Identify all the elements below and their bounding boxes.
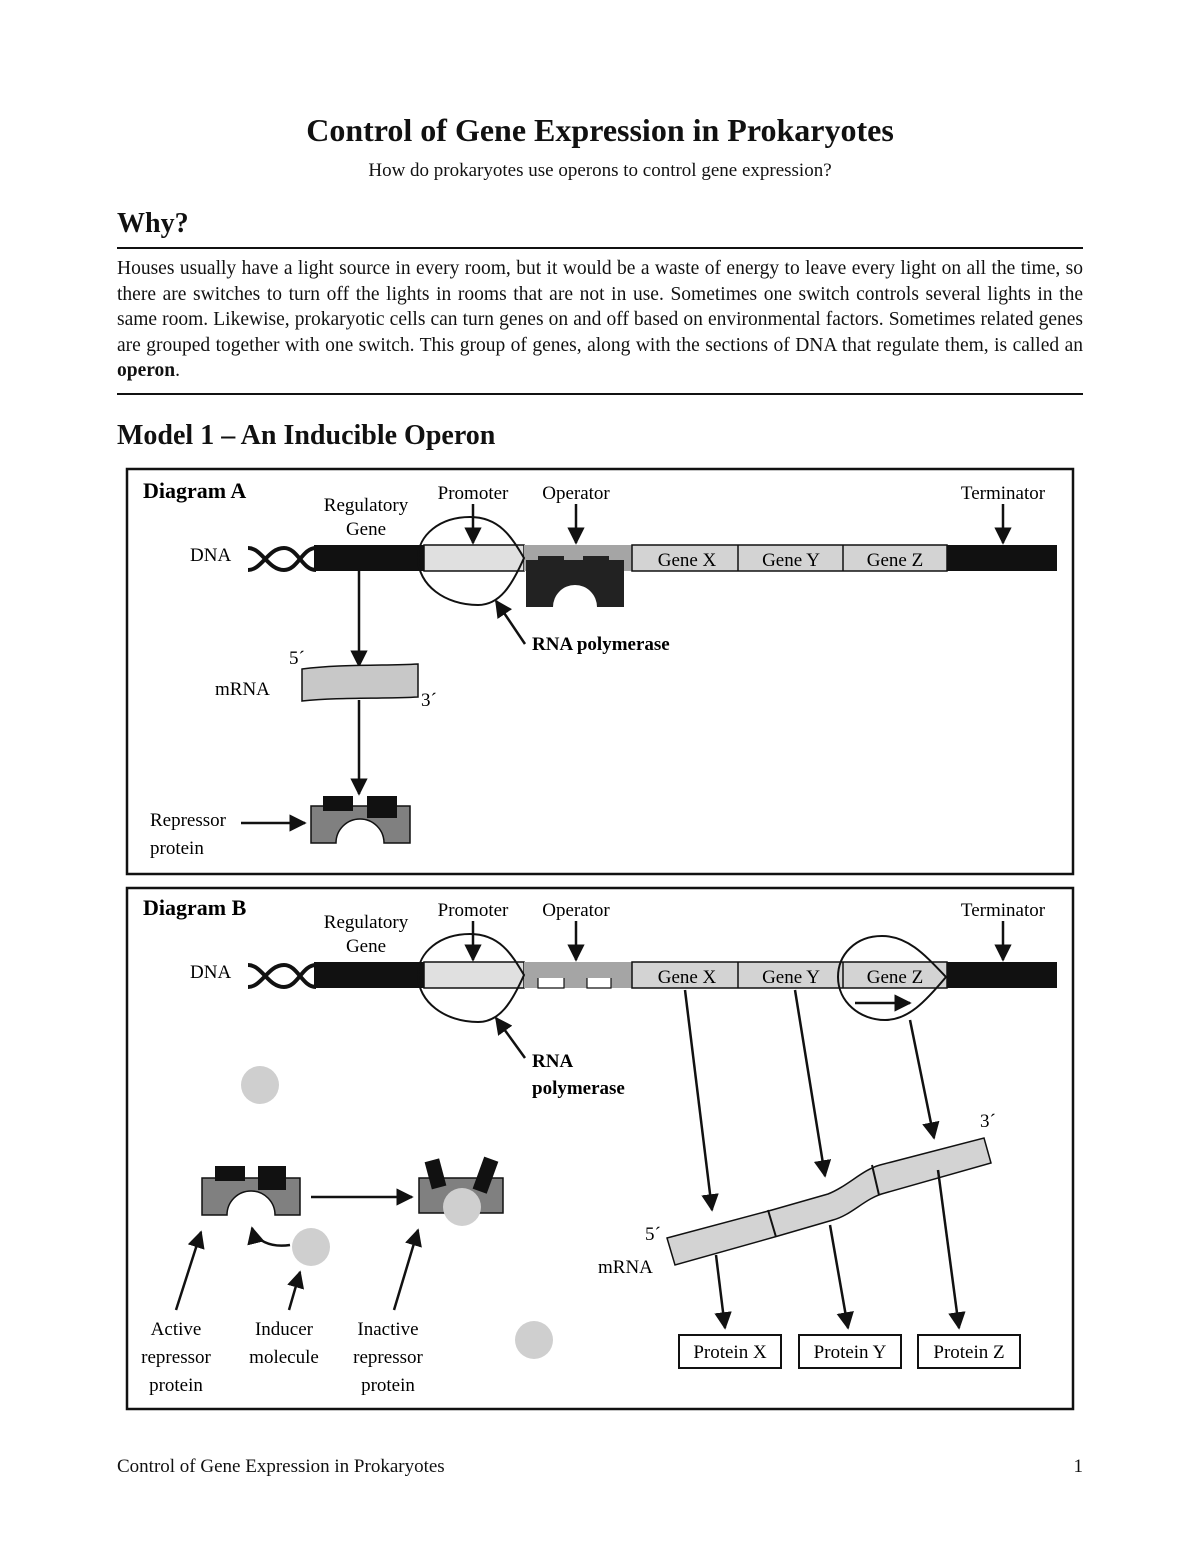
dna-label-b: DNA [190,962,231,983]
diagram-a: Diagram A Regulatory Gene Promoter Opera… [125,467,1075,876]
repressor-label-2: protein [150,838,204,859]
protein-z-box [917,1334,1021,1369]
dna-label: DNA [190,545,231,566]
operator-label-b: Operator [542,900,610,921]
active-label-2: repressor [141,1347,211,1368]
active-label: Active [151,1319,202,1340]
why-top-rule [117,247,1083,249]
why-heading: Why? [117,208,189,239]
rna-polymerase-arrow [494,599,527,645]
inactive-repressor-arrow [392,1228,422,1311]
why-text: Houses usually have a light source in ev… [117,258,1083,356]
three-prime-label: 3´ [421,690,437,711]
protein-z-label: Protein Z [933,1342,1004,1363]
mrna-strand [301,663,419,702]
inactive-label: Inactive [357,1319,418,1340]
diagram-a-title: Diagram A [143,478,246,503]
regulatory-gene-label-b: Regulatory [324,912,409,933]
gene-x-label-b: Gene X [658,967,717,988]
genes-segment [631,544,948,572]
gene-z-label-b: Gene Z [867,967,923,988]
regulatory-gene-label-2: Gene [346,519,386,540]
bound-inducer-icon [443,1188,481,1226]
mrna-polycistronic [666,1137,992,1266]
inducer-molecule-icon-2 [292,1228,330,1266]
inducer-molecule-icon-3 [515,1321,553,1359]
gene-y-label: Gene Y [762,550,820,571]
diagram-b: Diagram B Regulatory Gene Promoter Opera… [125,886,1075,1411]
five-prime-label-b: 5´ [645,1224,661,1245]
why-bottom-rule [117,393,1083,395]
why-paragraph: Houses usually have a light source in ev… [117,256,1083,384]
gene-y-label-b: Gene Y [762,967,820,988]
regulatory-gene-segment [314,545,424,571]
terminator-segment-b [947,962,1057,988]
protein-y-arrow [828,1224,854,1330]
inducer-label-2: molecule [249,1347,319,1368]
terminator-segment [947,545,1057,571]
inactive-label-3: protein [361,1375,415,1396]
operator-label: Operator [542,483,610,504]
regulatory-gene-label: Regulatory [324,495,409,516]
diagram-b-frame [125,886,1075,1411]
regulatory-gene-label-b-2: Gene [346,936,386,957]
protein-y-box [798,1334,902,1369]
terminator-label: Terminator [961,483,1046,504]
model-heading: Model 1 – An Inducible Operon [117,420,496,451]
mrna-label: mRNA [215,679,270,700]
rna-polymerase-label: RNA polymerase [532,634,670,655]
rna-polymerase-label-b-2: polymerase [532,1078,625,1099]
gene-x-transcription-arrow [683,989,719,1212]
promoter-label-b: Promoter [438,900,509,921]
three-prime-label-b: 3´ [980,1111,996,1132]
promoter-label: Promoter [438,483,509,504]
promoter-segment [423,544,525,572]
diagram-a-frame [125,467,1075,876]
inactive-label-2: repressor [353,1347,423,1368]
protein-z-arrow [936,1169,966,1330]
gene-y-transcription-arrow [793,989,832,1178]
gene-x-label: Gene X [658,550,717,571]
why-text-end: . [175,360,181,381]
protein-x-label: Protein X [693,1342,767,1363]
five-prime-label: 5´ [289,648,305,669]
repressor-label: Repressor [150,810,227,831]
page-title: Control of Gene Expression in Prokaryote… [306,112,894,148]
page-number: 1 [1073,1456,1084,1477]
protein-x-arrow [714,1254,732,1330]
dna-helix-icon-strand [247,545,317,572]
active-label-3: protein [149,1375,203,1396]
rna-polymerase-arrow-b [494,1016,527,1059]
mrna-label-b: mRNA [598,1257,653,1278]
dna-helix-icon [247,546,317,573]
diagram-b-title: Diagram B [143,895,247,920]
footer-title: Control of Gene Expression in Prokaryote… [117,1456,445,1477]
active-repressor-arrow [174,1230,205,1311]
dna-helix-icon-b-strand [247,962,317,989]
inducer-binding-arrow [247,1226,291,1247]
terminator-label-b: Terminator [961,900,1046,921]
inducer-arrow [287,1270,305,1311]
gene-z-label: Gene Z [867,550,923,571]
inducer-label: Inducer [255,1319,314,1340]
protein-y-label: Protein Y [814,1342,887,1363]
rna-polymerase-label-b: RNA [532,1051,573,1072]
regulatory-gene-segment-b [314,962,424,988]
operon-term: operon [117,360,176,381]
inducer-molecule-icon [241,1066,279,1104]
dna-helix-icon-b [247,963,317,990]
rna-polymerase-moving-shape [836,934,948,1022]
protein-x-box [678,1334,782,1369]
rna-polymerase-shape-b [416,932,526,1024]
promoter-segment-b [423,961,525,989]
rna-polymerase-shape [416,515,526,607]
bound-repressor-shape [526,560,624,607]
gene-z-transcription-arrow [908,1019,940,1140]
page-subtitle: How do prokaryotes use operons to contro… [368,160,832,181]
